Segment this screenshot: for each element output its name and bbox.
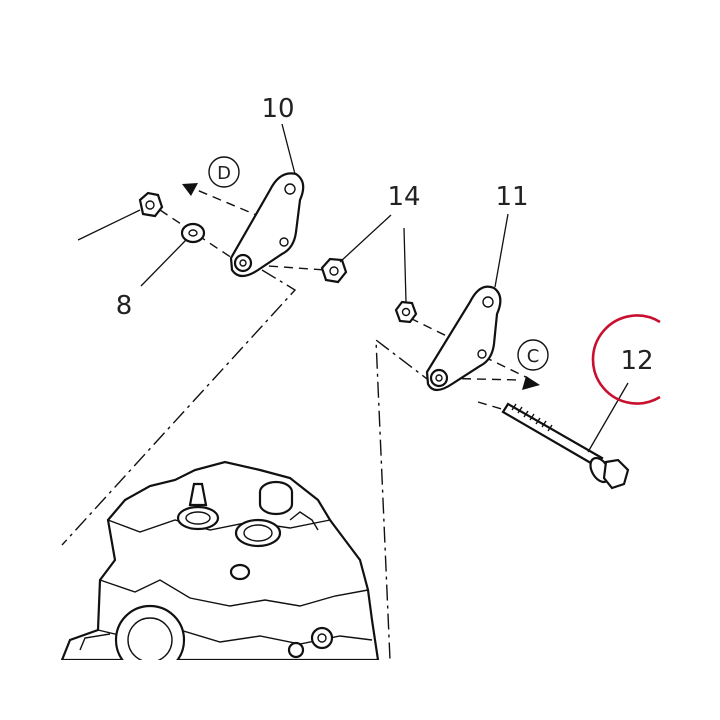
washer-icon xyxy=(180,222,206,244)
callout-12: 12 xyxy=(620,346,653,376)
callout-11: 11 xyxy=(495,182,528,212)
lifting-bracket-icon xyxy=(229,172,305,278)
hex-nut-icon xyxy=(320,257,348,284)
lifting-bracket-icon xyxy=(425,285,502,392)
leader-lines xyxy=(140,123,629,453)
alignment-lines xyxy=(61,269,436,661)
direction-d-circle xyxy=(208,156,240,188)
hex-nut-icon xyxy=(138,191,164,218)
callout-14: 14 xyxy=(387,182,420,212)
direction-label-c: C xyxy=(527,346,540,367)
bracket-11-assembly: C xyxy=(394,285,630,490)
arrow-head-c-icon xyxy=(522,376,540,390)
callout-8: 8 xyxy=(116,291,133,321)
bracket-10-assembly: D xyxy=(77,156,348,284)
flange-bolt-icon xyxy=(501,402,630,490)
highlight-circle xyxy=(591,314,661,405)
callout-10: 10 xyxy=(261,94,294,124)
direction-label-d: D xyxy=(217,163,231,184)
arrow-head-d-icon xyxy=(182,183,198,196)
direction-c-circle xyxy=(517,339,549,371)
engine-cylinder-head-icon xyxy=(60,460,380,660)
hex-nut-icon xyxy=(394,300,418,324)
